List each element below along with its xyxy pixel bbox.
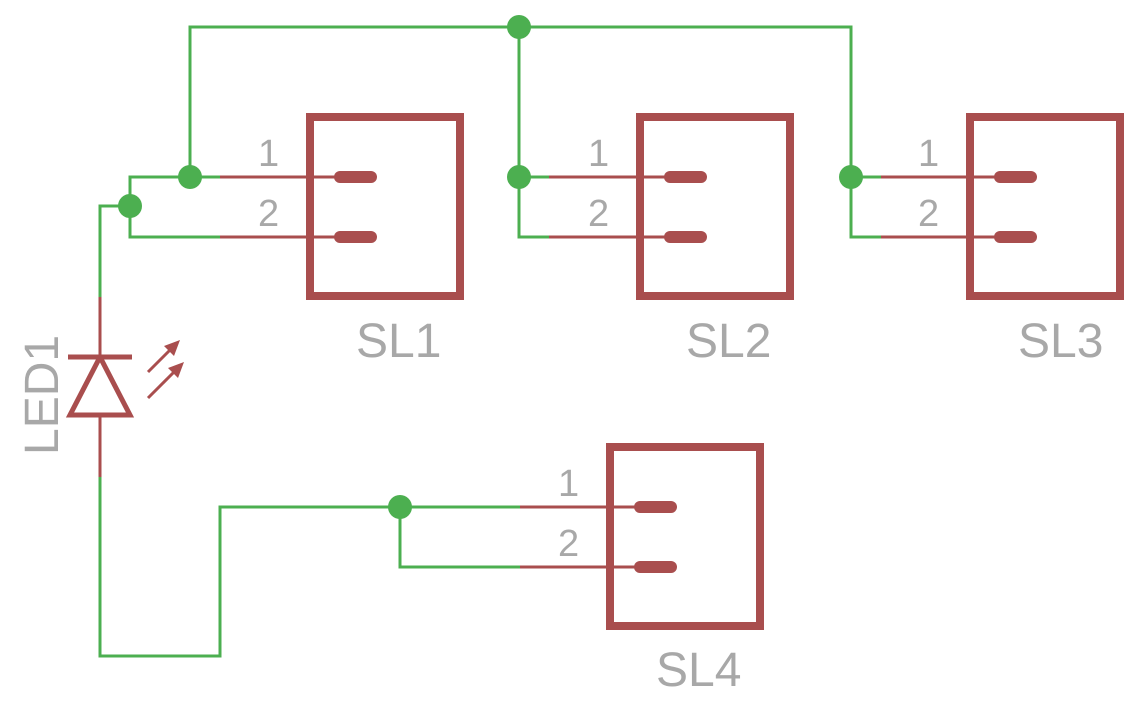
connector-label: SL1 — [356, 315, 441, 368]
junction-dot — [839, 165, 863, 189]
connector-body — [606, 443, 764, 630]
pin-number-label: 1 — [258, 133, 279, 175]
connector-sl3: 1 2 SL3 — [881, 113, 1124, 368]
pin-number-label: 2 — [918, 193, 939, 235]
connector-label: SL2 — [686, 315, 771, 368]
pin-number-label: 1 — [918, 133, 939, 175]
led-label: LED1 — [16, 335, 69, 455]
pin-number-label: 2 — [588, 193, 609, 235]
wire-sl3-drop — [849, 175, 883, 239]
connector-label: SL4 — [656, 644, 741, 697]
connector-sl1: 1 2 SL1 — [220, 113, 464, 368]
led-triangle — [65, 351, 135, 418]
junction-dot — [388, 495, 412, 519]
junction-dot — [507, 165, 531, 189]
wire-led-cathode — [98, 475, 522, 658]
wire-sl4-pin2 — [398, 505, 522, 569]
wire-sl2-drop — [517, 25, 551, 239]
led-arrow-head-icon — [164, 340, 180, 356]
junction-dot — [118, 194, 142, 218]
connector-sl2: 1 2 SL2 — [549, 113, 794, 368]
junction-dot — [178, 165, 202, 189]
connector-body — [636, 113, 794, 300]
pin-number-label: 1 — [588, 133, 609, 175]
connector-label: SL3 — [1018, 315, 1103, 368]
junction-group — [118, 15, 863, 519]
wire-sl1-pin2 — [128, 204, 222, 239]
junction-dot — [507, 15, 531, 39]
wire-led-anode — [98, 204, 132, 299]
connector-sl4: 1 2 SL4 — [520, 443, 764, 697]
connector-body — [306, 113, 464, 300]
pin-number-label: 1 — [558, 463, 579, 505]
pin-number-label: 2 — [258, 193, 279, 235]
wire-sl1-pin1 — [128, 175, 222, 208]
connector-body — [966, 113, 1124, 300]
pin-number-label: 2 — [558, 523, 579, 565]
led-arrow-head-icon — [168, 362, 184, 378]
led-symbol: LED1 — [16, 297, 184, 477]
